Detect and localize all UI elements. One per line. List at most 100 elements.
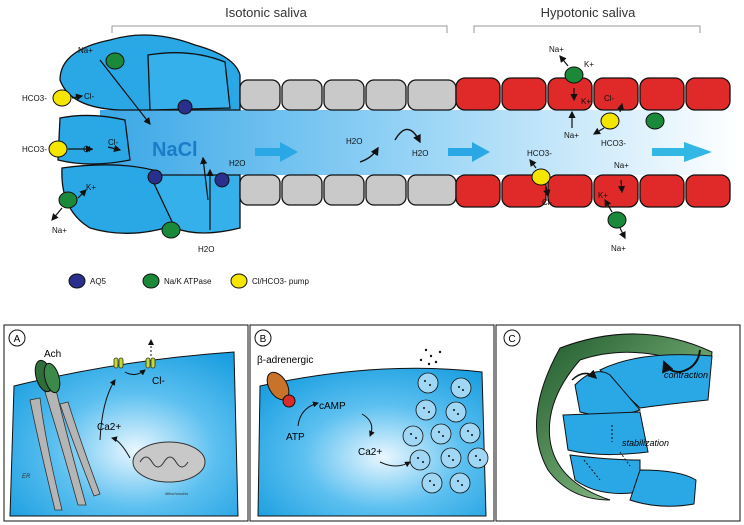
acinus	[57, 34, 241, 234]
aq5-markers	[147, 99, 230, 188]
legend: AQ5 Na/K ATPase Cl/HCO3- pump	[68, 273, 309, 289]
aq5-channel	[177, 99, 193, 115]
intercalated-duct	[239, 79, 457, 206]
acinar-cell-top-b	[147, 52, 231, 111]
ion-k: K+	[86, 183, 96, 192]
panel-c-stabilization: stabilization	[622, 438, 669, 448]
granule-content-dots	[410, 348, 481, 486]
panel-a: A Ach Ca2+ Cl- ER Mitochondria	[3, 324, 249, 522]
red-cell	[685, 77, 731, 111]
grey-cell	[407, 79, 457, 111]
contraction-arrow	[662, 349, 701, 374]
panel-a-cl: Cl-	[152, 376, 165, 387]
panel-a-letter: A	[14, 334, 21, 345]
er-membranes	[29, 389, 101, 511]
panel-a-badge	[8, 329, 26, 347]
cl-hco3-pump	[600, 112, 620, 130]
hypotonic-bracket	[473, 25, 701, 33]
aq5-channel	[214, 172, 230, 188]
ion-cl: Cl-	[108, 138, 119, 147]
acinar-cell-c3	[562, 411, 649, 456]
panel-c: C contraction stabilization	[495, 324, 741, 522]
red-cell	[593, 77, 639, 111]
water-flow-arrow-2	[394, 128, 421, 144]
atpase-markers	[58, 52, 665, 239]
red-cell	[501, 77, 547, 111]
ion-cl: Cl-	[604, 94, 615, 103]
grey-cell	[407, 174, 457, 206]
grey-cell	[365, 174, 407, 206]
flow-arrow-3	[652, 142, 712, 162]
ion-h2o: H2O	[198, 245, 214, 254]
acinar-cell-c5	[629, 469, 697, 507]
contraction-arrow-2	[571, 369, 598, 381]
mitochondria-cristae	[139, 456, 189, 468]
ion-k: K+	[581, 97, 591, 106]
aq5-channel	[147, 169, 163, 185]
cl-hco3-pump	[531, 168, 551, 186]
aq5-legend-icon	[68, 273, 86, 289]
grey-cell	[281, 79, 323, 111]
ion-arrows	[51, 55, 626, 240]
isotonic-saliva-label: Isotonic saliva	[225, 5, 307, 20]
red-cell	[455, 77, 501, 111]
panel-c-letter: C	[508, 334, 515, 345]
ion-cl: Cl-	[542, 198, 553, 207]
cl-hco3-pump	[48, 140, 68, 158]
acinar-cell-c1	[599, 354, 713, 409]
panel-a-mito: Mitochondria	[165, 491, 189, 496]
grey-cell	[323, 174, 365, 206]
panel-c-badge	[503, 329, 521, 347]
red-cell	[639, 174, 685, 208]
cl-hco3-pump	[52, 89, 72, 107]
acinar-cells-c	[562, 354, 713, 507]
panel-b-ca: Ca2+	[358, 447, 382, 458]
isotonic-bracket	[111, 25, 448, 33]
na-k-atpase	[645, 112, 665, 130]
ion-h2o: H2O	[346, 137, 362, 146]
ion-hco3: HCO3-	[601, 139, 626, 148]
na-k-atpase	[161, 221, 181, 239]
ion-k: K+	[598, 191, 608, 200]
na-k-atpase	[607, 211, 627, 229]
panel-a-arrows	[99, 339, 154, 459]
pump-markers	[48, 89, 620, 186]
panel-b-atp: ATP	[286, 432, 305, 443]
ion-hco3: HCO3-	[527, 149, 552, 158]
striated-duct	[455, 77, 731, 208]
ion-labels: Na+ HCO3- Cl- HCO3- Cl- Cl- K+ Na+ H2O H…	[22, 45, 629, 254]
ion-na: Na+	[611, 244, 626, 253]
panel-b: B β-adrenergic ATP	[249, 324, 495, 522]
panel-b-camp: cAMP	[319, 401, 346, 412]
secretory-granules	[402, 372, 489, 494]
ion-hco3: HCO3-	[22, 145, 47, 154]
red-cell	[547, 174, 593, 208]
mitochondria	[132, 441, 206, 483]
ion-na: Na+	[52, 226, 67, 235]
hypotonic-saliva-label: Hypotonic saliva	[541, 5, 636, 20]
ion-cl: Cl-	[83, 145, 94, 154]
legend-pump: Cl/HCO3- pump	[252, 277, 309, 286]
panel-b-arrows	[297, 401, 411, 468]
red-cell	[455, 174, 501, 208]
red-cell	[685, 174, 731, 208]
grey-cell	[239, 79, 281, 111]
ach-receptor	[34, 359, 61, 394]
ion-cl: Cl-	[84, 92, 95, 101]
panel-a-ca: Ca2+	[97, 422, 121, 433]
beta-adrenergic-receptor	[266, 371, 296, 408]
grey-cell	[239, 174, 281, 206]
pump-legend-icon	[230, 273, 248, 289]
ion-na: Na+	[78, 46, 93, 55]
water-flow-arrow-1	[359, 146, 379, 163]
ion-na: Na+	[564, 131, 579, 140]
na-k-atpase	[564, 66, 584, 84]
panel-c-contraction: contraction	[664, 370, 708, 380]
panel-a-er: ER	[22, 474, 31, 480]
stabilization-arrows	[583, 425, 631, 481]
ion-na: Na+	[614, 161, 629, 170]
red-cell	[639, 77, 685, 111]
ion-k: K+	[584, 60, 594, 69]
na-k-atpase	[58, 191, 78, 209]
